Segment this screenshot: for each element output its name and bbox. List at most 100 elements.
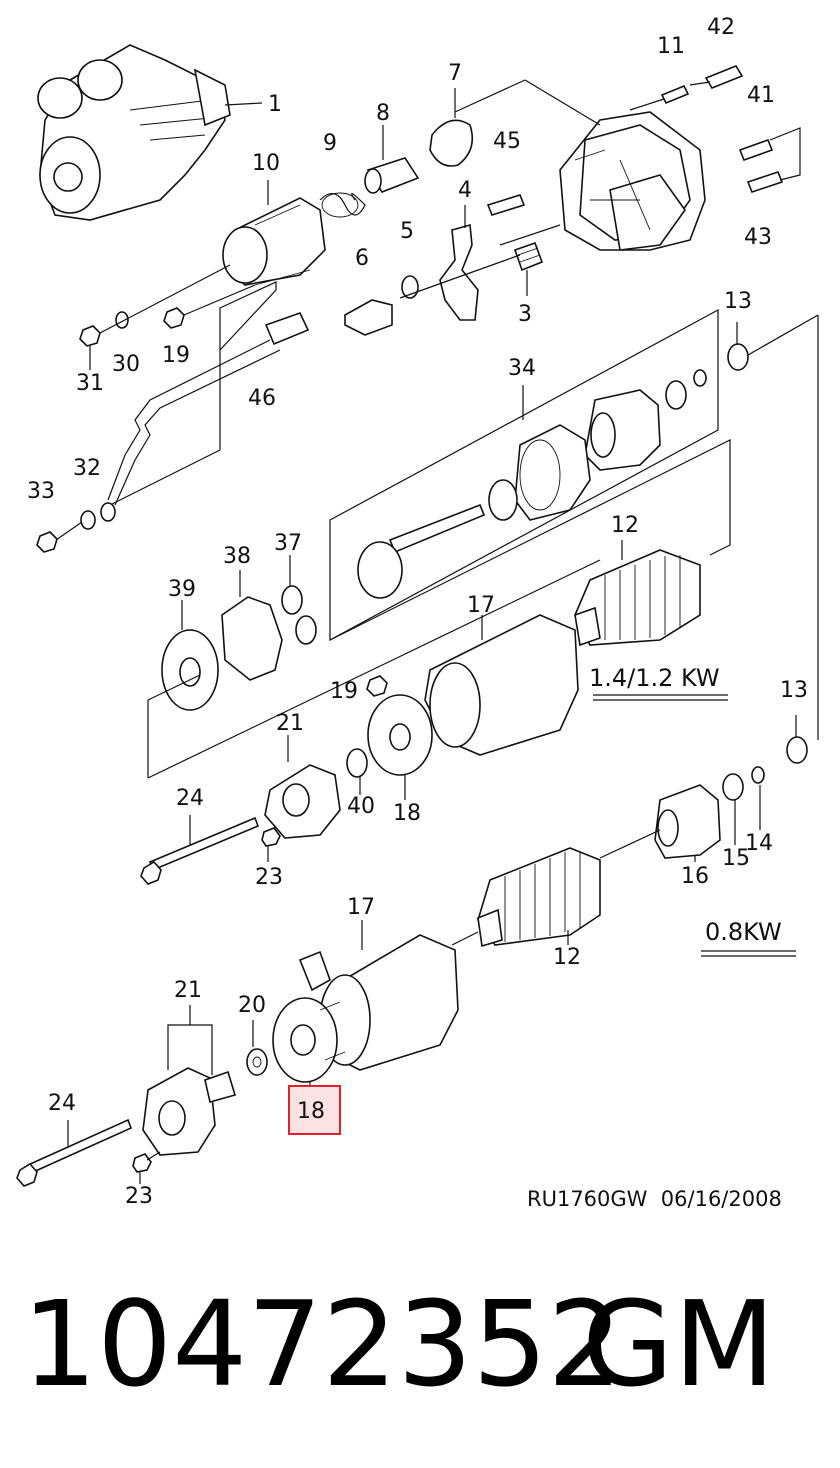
screw-23-bottom bbox=[132, 1151, 161, 1173]
callout-10: 10 bbox=[252, 151, 280, 176]
plunger-8 bbox=[364, 157, 420, 194]
washer-20 bbox=[246, 1048, 268, 1076]
gear-group-34-frame bbox=[329, 308, 719, 642]
armature-12-top bbox=[574, 549, 701, 647]
solenoid-10 bbox=[222, 197, 326, 286]
pinion-16 bbox=[654, 784, 721, 859]
drive-end-housing bbox=[559, 111, 706, 251]
callout-40: 40 bbox=[347, 794, 375, 819]
callout-8: 8 bbox=[376, 101, 390, 126]
callout-23-bottom: 23 bbox=[125, 1184, 153, 1209]
armature-frame-top bbox=[329, 439, 731, 641]
plate-39 bbox=[161, 629, 219, 711]
shift-lever-4 bbox=[439, 223, 479, 321]
bolt-11 bbox=[629, 84, 690, 111]
callout-23-top: 23 bbox=[255, 865, 283, 890]
variant-label-high-power: 1.4/1.2 KW bbox=[589, 664, 720, 692]
callout-46: 46 bbox=[248, 386, 276, 411]
nut-33 bbox=[36, 531, 58, 553]
callout-38: 38 bbox=[223, 544, 251, 569]
callout-24-top: 24 bbox=[176, 786, 204, 811]
washer-13-mid bbox=[786, 736, 808, 764]
bolt-43 bbox=[746, 171, 784, 193]
callout-18-highlighted: 18 bbox=[297, 1099, 325, 1124]
callout-41: 41 bbox=[747, 83, 775, 108]
callout-17-top: 17 bbox=[467, 593, 495, 618]
washer-30 bbox=[115, 311, 129, 329]
drawing-reference: RU1760GW 06/16/2008 bbox=[527, 1187, 782, 1211]
spring-9 bbox=[319, 192, 366, 218]
starter-motor-assembly bbox=[37, 44, 231, 221]
callout-39: 39 bbox=[168, 577, 196, 602]
washer-13-top bbox=[727, 343, 749, 371]
callout-42: 42 bbox=[707, 15, 735, 40]
callout-34: 34 bbox=[508, 356, 536, 381]
washer-15 bbox=[722, 773, 744, 801]
callout-12-top: 12 bbox=[611, 513, 639, 538]
callout-1: 1 bbox=[268, 92, 282, 117]
callout-18-top: 18 bbox=[393, 801, 421, 826]
carrier-38 bbox=[221, 596, 283, 681]
callout-16: 16 bbox=[681, 864, 709, 889]
washer-32 bbox=[80, 502, 116, 530]
callout-4: 4 bbox=[458, 178, 472, 203]
callout-20: 20 bbox=[238, 993, 266, 1018]
callout-6: 6 bbox=[355, 246, 369, 271]
callout-3: 3 bbox=[518, 302, 532, 327]
callout-15: 15 bbox=[722, 846, 750, 871]
nut-31 bbox=[79, 325, 101, 347]
variant-label-low-power: 0.8KW bbox=[705, 918, 782, 946]
nut-19-mid bbox=[366, 675, 388, 697]
callout-9: 9 bbox=[323, 131, 337, 156]
callout-43: 43 bbox=[744, 225, 772, 250]
callout-14: 14 bbox=[745, 831, 773, 856]
callout-33: 33 bbox=[27, 479, 55, 504]
gear-3 bbox=[513, 241, 544, 272]
through-bolt-24-bottom bbox=[16, 1118, 133, 1187]
clip-14 bbox=[751, 766, 765, 784]
part-number: 10472352 bbox=[22, 1275, 623, 1413]
callout-5: 5 bbox=[400, 219, 414, 244]
bolt-42 bbox=[689, 65, 744, 89]
bolt-45 bbox=[486, 194, 526, 216]
gasket-7 bbox=[429, 119, 474, 167]
callout-12-bottom: 12 bbox=[553, 945, 581, 970]
brush-plate-18-bottom bbox=[272, 997, 346, 1083]
bearing-40 bbox=[346, 748, 368, 778]
callout-21-top: 21 bbox=[276, 711, 304, 736]
callout-19-top: 19 bbox=[162, 343, 190, 368]
brush-plate-18-top bbox=[367, 694, 433, 776]
callout-31: 31 bbox=[76, 371, 104, 396]
brand-name: GM bbox=[582, 1275, 775, 1413]
end-housing-21-bottom bbox=[142, 1067, 237, 1156]
callout-17-bottom: 17 bbox=[347, 895, 375, 920]
pin-6 bbox=[344, 299, 393, 336]
callout-19-mid: 19 bbox=[330, 679, 358, 704]
output-shaft bbox=[357, 503, 486, 599]
bolt-41 bbox=[738, 138, 774, 162]
wire-46 bbox=[107, 312, 310, 506]
callout-32: 32 bbox=[73, 456, 101, 481]
field-housing-17-top bbox=[424, 614, 579, 756]
screw-23-top bbox=[261, 827, 281, 847]
pinion-drive bbox=[584, 389, 661, 471]
callout-37: 37 bbox=[274, 531, 302, 556]
callout-11: 11 bbox=[657, 34, 685, 59]
washer-ring bbox=[665, 380, 687, 410]
callout-30: 30 bbox=[112, 352, 140, 377]
callout-13-top: 13 bbox=[724, 289, 752, 314]
clip-ring bbox=[693, 369, 707, 387]
callout-13-mid: 13 bbox=[780, 678, 808, 703]
nut-19 bbox=[163, 307, 185, 329]
highlight-box bbox=[288, 1085, 341, 1135]
bearing-ring bbox=[488, 479, 518, 521]
callout-45: 45 bbox=[493, 129, 521, 154]
callout-7: 7 bbox=[448, 61, 462, 86]
callout-24-bottom: 24 bbox=[48, 1091, 76, 1116]
planet-gears-37 bbox=[281, 585, 317, 645]
armature-12-bottom bbox=[477, 847, 601, 948]
callout-21-bottom: 21 bbox=[174, 978, 202, 1003]
through-bolt-24-top bbox=[140, 816, 260, 885]
end-housing-21-top bbox=[264, 764, 341, 839]
